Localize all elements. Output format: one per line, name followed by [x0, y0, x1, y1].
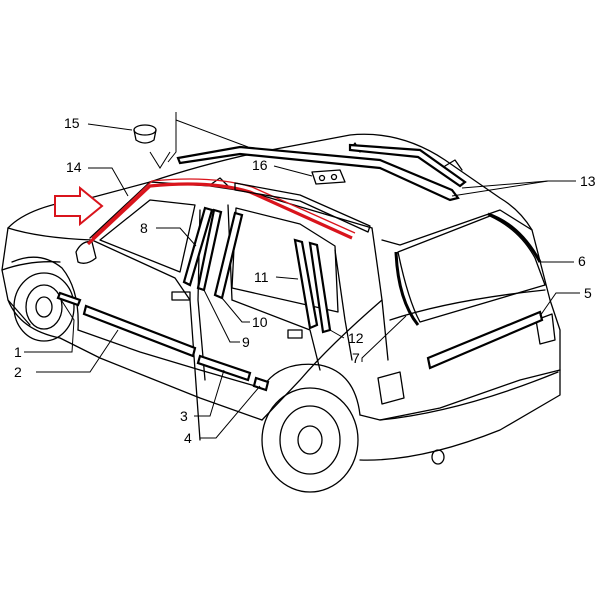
- roof-rails: [176, 143, 467, 233]
- car-body-outline: [1, 133, 561, 493]
- label-14: 14: [66, 159, 82, 175]
- side-strip-3: [196, 354, 252, 382]
- label-16: 16: [252, 157, 268, 173]
- label-7: 7: [352, 350, 360, 366]
- label-10: 10: [252, 314, 268, 330]
- leader-lines: [24, 112, 580, 439]
- label-8: 8: [140, 220, 148, 236]
- side-strip-1: [56, 291, 82, 307]
- side-strip-2: [82, 304, 197, 358]
- label-9: 9: [242, 334, 250, 350]
- label-1: 1: [14, 344, 22, 360]
- rear-upper-molding: [487, 212, 542, 263]
- rear-window-molding: [394, 251, 420, 326]
- label-5: 5: [584, 285, 592, 301]
- label-4: 4: [184, 430, 192, 446]
- label-15: 15: [64, 115, 80, 131]
- side-strip-4: [252, 376, 270, 392]
- clip-part: [133, 124, 157, 144]
- label-11: 11: [254, 269, 269, 285]
- label-12: 12: [348, 330, 364, 346]
- label-2: 2: [14, 364, 22, 380]
- tailgate-trim: [426, 310, 544, 370]
- label-6: 6: [578, 253, 586, 269]
- window-strip-11: [293, 238, 319, 330]
- label-3: 3: [180, 408, 188, 424]
- direction-arrow-icon: [54, 185, 104, 227]
- roof-clip: [311, 169, 346, 185]
- window-strip-8: [182, 206, 214, 287]
- label-13: 13: [580, 173, 596, 189]
- roof-molding-highlighted: [86, 182, 353, 246]
